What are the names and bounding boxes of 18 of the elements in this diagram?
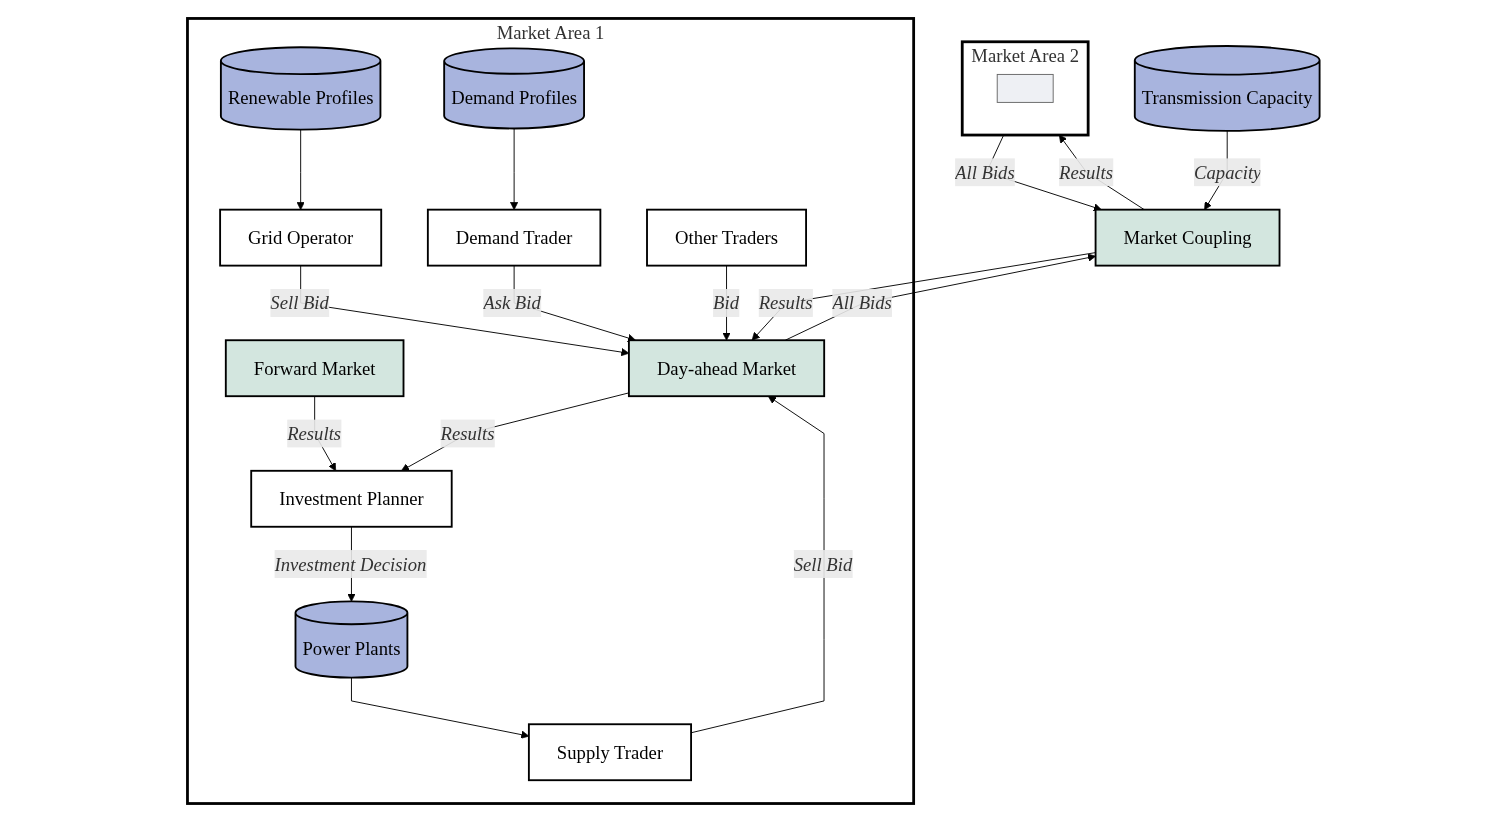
- edge-label: Bid: [713, 292, 739, 314]
- node-box: Investment Planner: [250, 469, 453, 528]
- node-box: Market Coupling: [1094, 208, 1281, 267]
- node-box: Supply Trader: [527, 723, 692, 782]
- node-box: Day-ahead Market: [627, 339, 826, 398]
- edge-label: Investment Decision: [274, 553, 427, 575]
- node-box: Other Traders: [646, 208, 807, 267]
- edge-label: Results: [1059, 162, 1113, 183]
- edge-label: Sell Bid: [793, 553, 853, 575]
- node-box: Forward Market: [224, 339, 405, 398]
- edge-label: Results: [758, 292, 813, 314]
- node-box: [996, 73, 1054, 103]
- node-box: Demand Trader: [426, 208, 602, 267]
- edge-label: Results: [287, 423, 342, 444]
- cluster: Market Area 2: [960, 40, 1090, 137]
- node-box: Grid Operator: [219, 208, 383, 267]
- edge-label: Results: [440, 423, 495, 444]
- edge-label: Sell Bid: [270, 292, 329, 314]
